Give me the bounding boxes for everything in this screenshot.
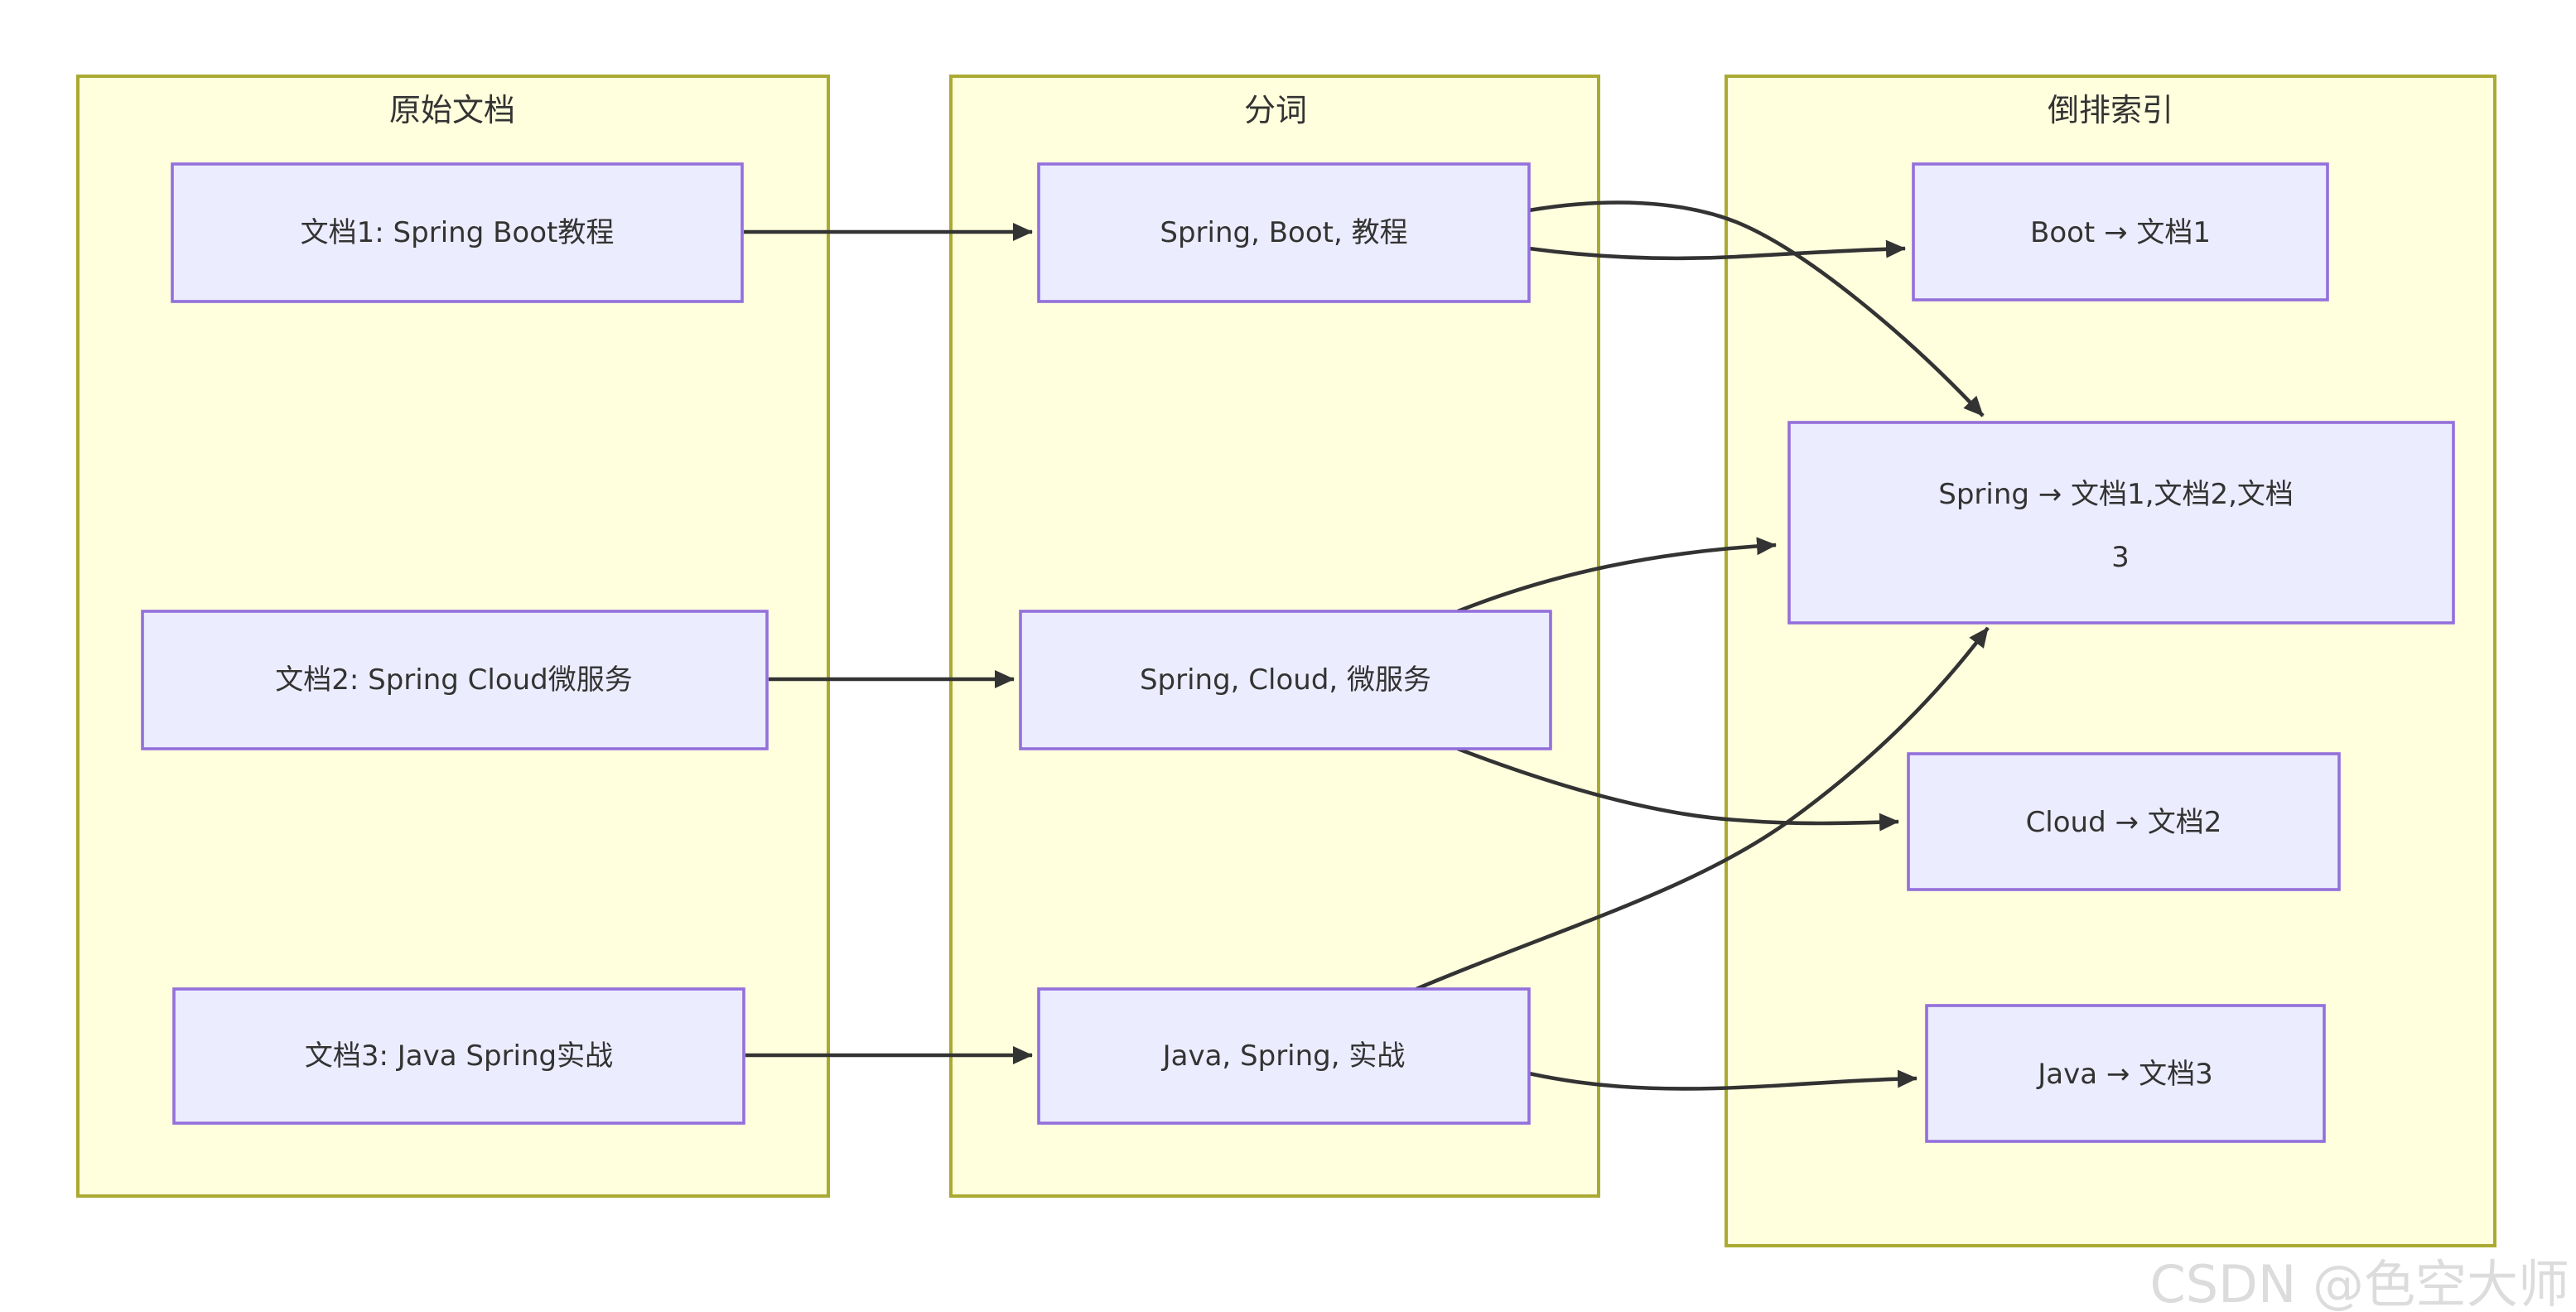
group-inverted-index-title: 倒排索引 — [2048, 92, 2173, 128]
group-tokenize-title: 分词 — [1244, 92, 1307, 128]
edge-tok1-to-idx-boot — [1528, 239, 1906, 261]
edge-tok3-to-idx-java — [1528, 1069, 1918, 1091]
node-idx-java: Java → 文档3 — [1925, 1004, 2326, 1143]
node-tok1-box — [1037, 162, 1531, 303]
node-idx-spring-label-line1: Spring → 文档1,文档2,文档 — [1938, 478, 2294, 511]
node-idx-boot: Boot → 文档1 — [1912, 162, 2329, 301]
node-tok1: Spring, Boot, 教程 — [1037, 162, 1531, 303]
edge-layer — [744, 200, 1990, 1091]
node-doc1: 文档1: Spring Boot教程 — [171, 162, 744, 303]
edge-tok1-to-idx-spring — [1528, 200, 1985, 417]
node-idx-java-label: Java → 文档3 — [2036, 1058, 2213, 1091]
node-tok3: Java, Spring, 实战 — [1037, 987, 1531, 1125]
node-tok2-box — [1019, 610, 1552, 750]
node-doc2-label: 文档2: Spring Cloud微服务 — [275, 663, 633, 697]
node-idx-spring-label-line2: 3 — [2111, 541, 2130, 574]
node-doc2: 文档2: Spring Cloud微服务 — [141, 610, 769, 750]
watermark: CSDN @色空大师 — [2150, 1254, 2569, 1312]
edge-tok2-to-idx-cloud — [1457, 746, 1899, 832]
node-doc3: 文档3: Java Spring实战 — [172, 987, 745, 1125]
node-idx-cloud-box — [1907, 752, 2341, 891]
node-idx-spring: Spring → 文档1,文档2,文档 3 — [1787, 421, 2455, 625]
node-idx-boot-label: Boot → 文档1 — [2030, 216, 2211, 249]
node-idx-boot-box — [1912, 162, 2329, 301]
node-doc1-box — [171, 162, 744, 303]
node-tok3-label: Java, Spring, 实战 — [1161, 1039, 1406, 1073]
node-idx-java-box — [1925, 1004, 2326, 1143]
node-tok2: Spring, Cloud, 微服务 — [1019, 610, 1552, 750]
node-idx-spring-label: Spring → 文档1,文档2,文档 3 — [1938, 478, 2303, 574]
node-tok3-box — [1037, 987, 1531, 1125]
node-doc2-box — [141, 610, 769, 750]
edge-tok3-to-idx-spring — [1416, 626, 1990, 991]
node-tok1-label: Spring, Boot, 教程 — [1160, 216, 1407, 249]
node-doc1-label: 文档1: Spring Boot教程 — [301, 216, 615, 249]
node-idx-spring-box — [1787, 421, 2455, 625]
node-doc3-box — [172, 987, 745, 1125]
node-idx-cloud-label: Cloud → 文档2 — [2026, 806, 2222, 839]
group-source-docs-title: 原始文档 — [389, 92, 515, 128]
node-idx-cloud: Cloud → 文档2 — [1907, 752, 2341, 891]
edge-tok2-to-idx-spring — [1457, 537, 1777, 614]
node-doc3-label: 文档3: Java Spring实战 — [305, 1039, 613, 1073]
node-tok2-label: Spring, Cloud, 微服务 — [1140, 663, 1431, 697]
